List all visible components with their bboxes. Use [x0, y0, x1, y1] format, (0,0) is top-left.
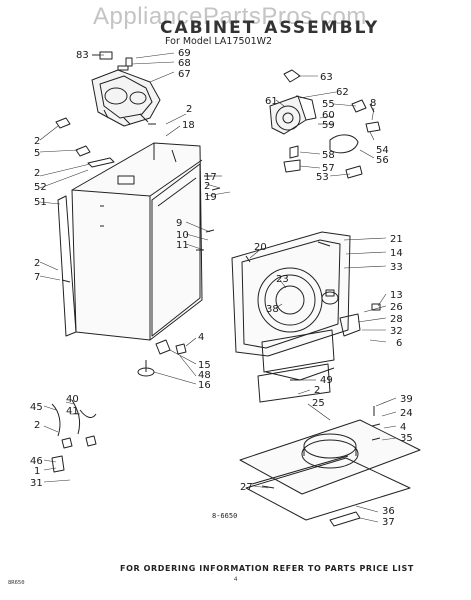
part-label: 8 — [370, 98, 376, 109]
part-label: 17 — [204, 172, 217, 183]
part-label: 2 — [314, 385, 320, 396]
part-label: 31 — [30, 478, 43, 489]
part-label: 83 — [76, 50, 89, 61]
bracket-part — [55, 117, 71, 129]
part-label: 38 — [266, 304, 279, 315]
part-label: 27 — [240, 482, 253, 493]
corner-code: 8R650 — [8, 580, 25, 586]
part-label: 69 — [178, 48, 191, 59]
part-label: 46 — [30, 456, 43, 467]
part-label: 58 — [322, 150, 335, 161]
part-label: 63 — [320, 72, 333, 83]
part-label: 54 — [376, 145, 389, 156]
part-label: 20 — [254, 242, 267, 253]
part-label: 59 — [322, 120, 335, 131]
part-label: 32 — [390, 326, 403, 337]
drawing-number: 8-6650 — [212, 512, 238, 520]
part-label: 41 — [66, 406, 79, 417]
part-label: 2 — [34, 258, 40, 269]
part-label: 15 — [198, 360, 211, 371]
side-trim — [57, 195, 77, 337]
part-label: 51 — [34, 197, 47, 208]
bracket-part — [339, 313, 361, 337]
drive-motor — [269, 95, 317, 135]
motor-assembly — [91, 57, 161, 127]
part-label: 39 — [400, 394, 413, 405]
part-label: 56 — [376, 155, 389, 166]
part-label: 24 — [400, 408, 413, 419]
page-number: 4 — [234, 577, 238, 583]
part-label: 62 — [336, 87, 349, 98]
model-subtitle: For Model LA17501W2 — [165, 36, 273, 47]
part-label: 68 — [178, 58, 191, 69]
part-label: 6 — [396, 338, 402, 349]
base-tray — [245, 457, 411, 521]
part-label: 26 — [390, 302, 403, 313]
part-label: 18 — [182, 120, 195, 131]
part-label: 13 — [390, 290, 403, 301]
part-label: 61 — [265, 96, 278, 107]
part-label: 2 — [34, 136, 40, 147]
part-label: 48 — [198, 370, 211, 381]
part-label: 2 — [204, 181, 210, 192]
pulley — [321, 291, 339, 305]
part-label: 57 — [322, 163, 335, 174]
vent-slot — [329, 511, 361, 527]
part-label: 19 — [204, 192, 217, 203]
part-label: 28 — [390, 314, 403, 325]
part-label: 7 — [34, 272, 40, 283]
kick-plate — [257, 363, 331, 403]
part-label: 16 — [198, 380, 211, 391]
part-label: 36 — [382, 506, 395, 517]
top-cover — [239, 419, 421, 495]
ordering-footer: FOR ORDERING INFORMATION REFER TO PARTS … — [120, 564, 414, 573]
terminal-part — [283, 69, 301, 83]
part-label: 4 — [400, 422, 406, 433]
part-label: 4 — [198, 332, 204, 343]
clip-part — [99, 51, 113, 60]
drive-belt — [329, 134, 359, 154]
part-label: 2 — [34, 168, 40, 179]
watermark: AppliancePartsPros.com — [93, 3, 367, 30]
part-label: 37 — [382, 517, 395, 528]
wire-harness — [51, 403, 61, 437]
part-label: 52 — [34, 182, 47, 193]
part-label: 8 — [370, 98, 376, 109]
part-label: 40 — [66, 394, 79, 405]
diagram-title: CABINET ASSEMBLY — [160, 18, 380, 38]
part-label: 14 — [390, 248, 403, 259]
front-panel — [231, 231, 351, 357]
part-label: 45 — [30, 402, 43, 413]
part-label: 9 — [176, 218, 182, 229]
part-label: 5 — [34, 148, 40, 159]
part-label: 25 — [312, 398, 325, 409]
part-label: 67 — [178, 69, 191, 80]
toe-panel — [261, 329, 335, 373]
part-label: 35 — [400, 433, 413, 444]
part-label: 10 — [176, 230, 189, 241]
part-label: 55 — [322, 99, 335, 110]
part-label: 60 — [322, 110, 335, 121]
part-label: 2 — [34, 420, 40, 431]
part-label: 2 — [186, 104, 192, 115]
part-label: 21 — [390, 234, 403, 245]
bracket-part — [75, 145, 91, 157]
part-label: 53 — [316, 172, 329, 183]
part-label: 23 — [276, 274, 289, 285]
part-label: 33 — [390, 262, 403, 273]
part-label: 1 — [34, 466, 40, 477]
part-label: 11 — [176, 240, 189, 251]
part-label: 49 — [320, 375, 333, 386]
